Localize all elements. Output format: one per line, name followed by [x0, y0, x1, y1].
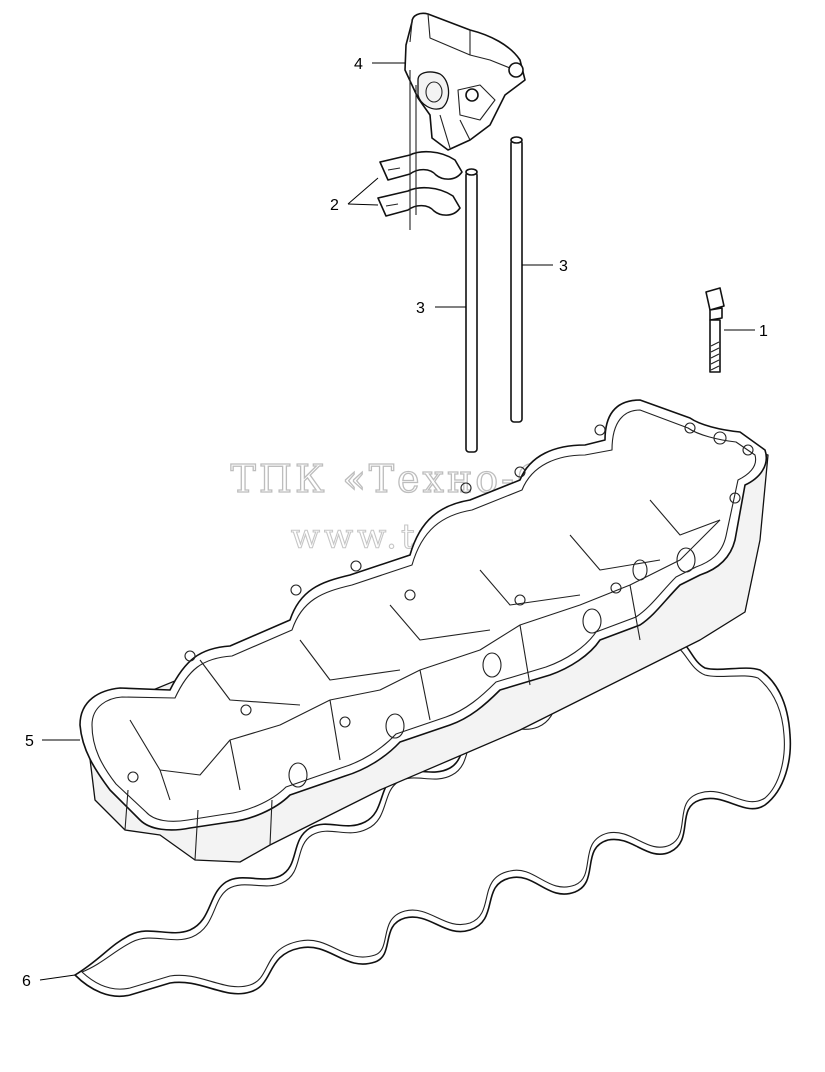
bolt-part: [705, 287, 725, 373]
callout-2: 2: [330, 197, 339, 214]
push-rod-right-part: [510, 136, 523, 423]
callout-3-left: 3: [416, 300, 425, 317]
callout-4: 4: [354, 56, 363, 73]
valve-cover-part: [79, 399, 769, 863]
clamp-halves-part: [377, 150, 463, 217]
callout-6: 6: [22, 973, 31, 990]
rocker-arm-part: [404, 12, 526, 230]
leader-lines: [39, 62, 755, 981]
callout-5: 5: [25, 733, 34, 750]
gasket-part: [74, 635, 792, 998]
callout-3-right: 3: [559, 258, 568, 275]
push-rod-left-part: [465, 168, 478, 453]
leader-6: [39, 974, 76, 981]
callout-1: 1: [759, 323, 768, 340]
leader-2-top: [347, 177, 379, 205]
leader-2-bottom: [347, 203, 379, 206]
